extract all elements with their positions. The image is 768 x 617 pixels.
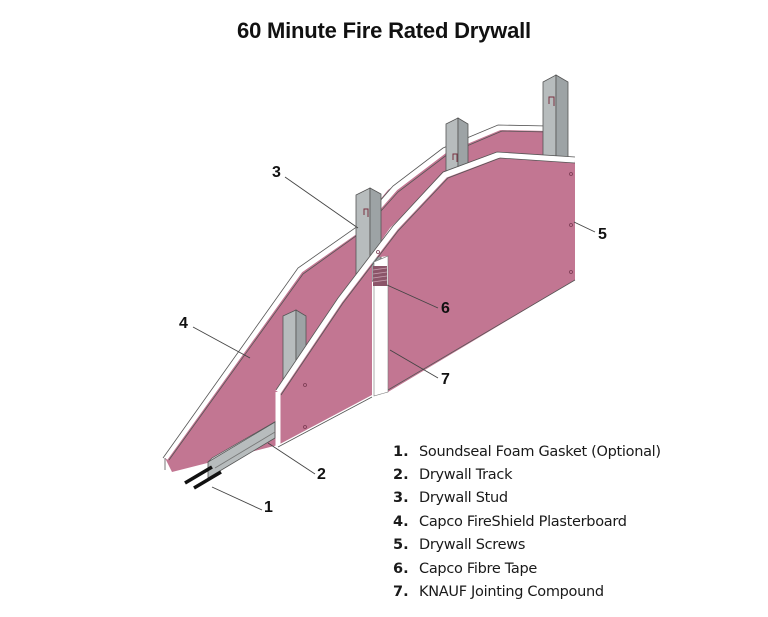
legend: 1. Soundseal Foam Gasket (Optional) 2. Dry… — [393, 440, 661, 604]
drywall-stud-right — [542, 74, 569, 167]
callout-4: 4 — [179, 315, 188, 332]
leader-lines — [192, 176, 596, 511]
legend-label: Drywall Screws — [419, 537, 526, 554]
legend-label: Capco FireShield Plasterboard — [419, 513, 627, 530]
callout-1: 1 — [264, 499, 273, 516]
callout-6: 6 — [441, 300, 450, 317]
legend-item: 3. Drywall Stud — [393, 487, 661, 510]
callout-5: 5 — [598, 226, 607, 243]
legend-item: 2. Drywall Track — [393, 463, 661, 486]
callout-7: 7 — [441, 371, 450, 388]
drywall-screws — [303, 172, 573, 429]
legend-label: Drywall Stud — [419, 490, 508, 507]
legend-number: 5. — [393, 537, 409, 554]
drywall-track — [207, 419, 279, 479]
legend-label: Drywall Track — [419, 467, 513, 484]
jointing-compound — [373, 255, 389, 397]
fibre-tape — [372, 266, 388, 286]
legend-label: Soundseal Foam Gasket (Optional) — [419, 443, 661, 460]
legend-label: Capco Fibre Tape — [419, 560, 538, 577]
back-plasterboard — [162, 123, 549, 472]
foam-gasket — [184, 465, 222, 490]
legend-number: 7. — [393, 584, 409, 601]
front-plasterboard — [275, 151, 576, 448]
legend-item: 6. Capco Fibre Tape — [393, 557, 661, 580]
legend-label: KNAUF Jointing Compound — [419, 584, 604, 601]
legend-number: 3. — [393, 490, 409, 507]
legend-number: 1. — [393, 443, 409, 460]
legend-number: 6. — [393, 560, 409, 577]
legend-number: 4. — [393, 513, 409, 530]
legend-item: 1. Soundseal Foam Gasket (Optional) — [393, 440, 661, 463]
legend-item: 7. KNAUF Jointing Compound — [393, 580, 661, 603]
legend-item: 5. Drywall Screws — [393, 534, 661, 557]
callout-3: 3 — [272, 164, 281, 181]
callout-2: 2 — [317, 466, 326, 483]
legend-number: 2. — [393, 467, 409, 484]
diagram-title: 60 Minute Fire Rated Drywall — [237, 18, 531, 43]
legend-item: 4. Capco FireShield Plasterboard — [393, 510, 661, 533]
